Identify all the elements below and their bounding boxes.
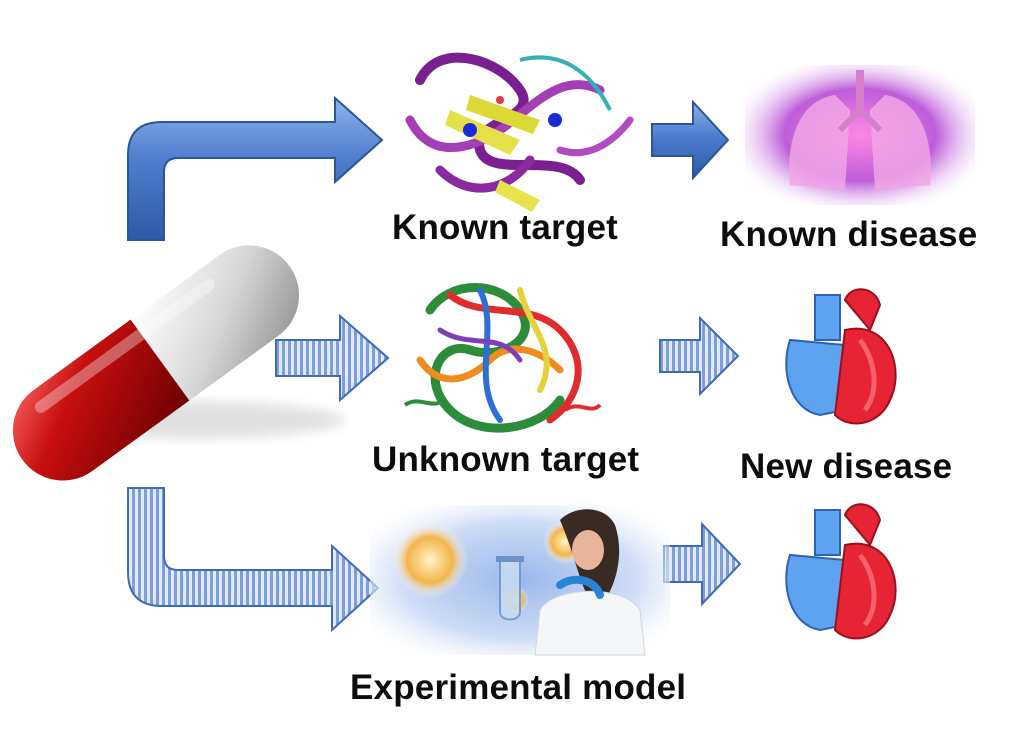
known-disease-label: Known disease	[720, 215, 977, 255]
new-disease-label: New disease	[740, 447, 952, 487]
top-path-arrow	[128, 98, 382, 240]
protein-structure-icon	[410, 57, 630, 212]
known-target-to-disease-arrow	[652, 102, 728, 178]
cell-icon	[392, 522, 468, 598]
known-target-label: Known target	[392, 208, 618, 248]
heart-icon	[786, 504, 895, 638]
experimental-model-label: Experimental model	[350, 668, 686, 708]
heart-icon	[786, 289, 895, 423]
middle-path-arrow	[276, 316, 388, 400]
unknown-target-to-disease-arrow	[660, 318, 738, 394]
bottom-path-arrow	[128, 488, 378, 630]
scientist-icon	[370, 505, 670, 655]
experimental-to-disease-arrow	[664, 524, 740, 604]
lungs-icon	[745, 65, 975, 205]
protein-structure-icon	[405, 288, 600, 429]
unknown-target-label: Unknown target	[372, 440, 639, 480]
